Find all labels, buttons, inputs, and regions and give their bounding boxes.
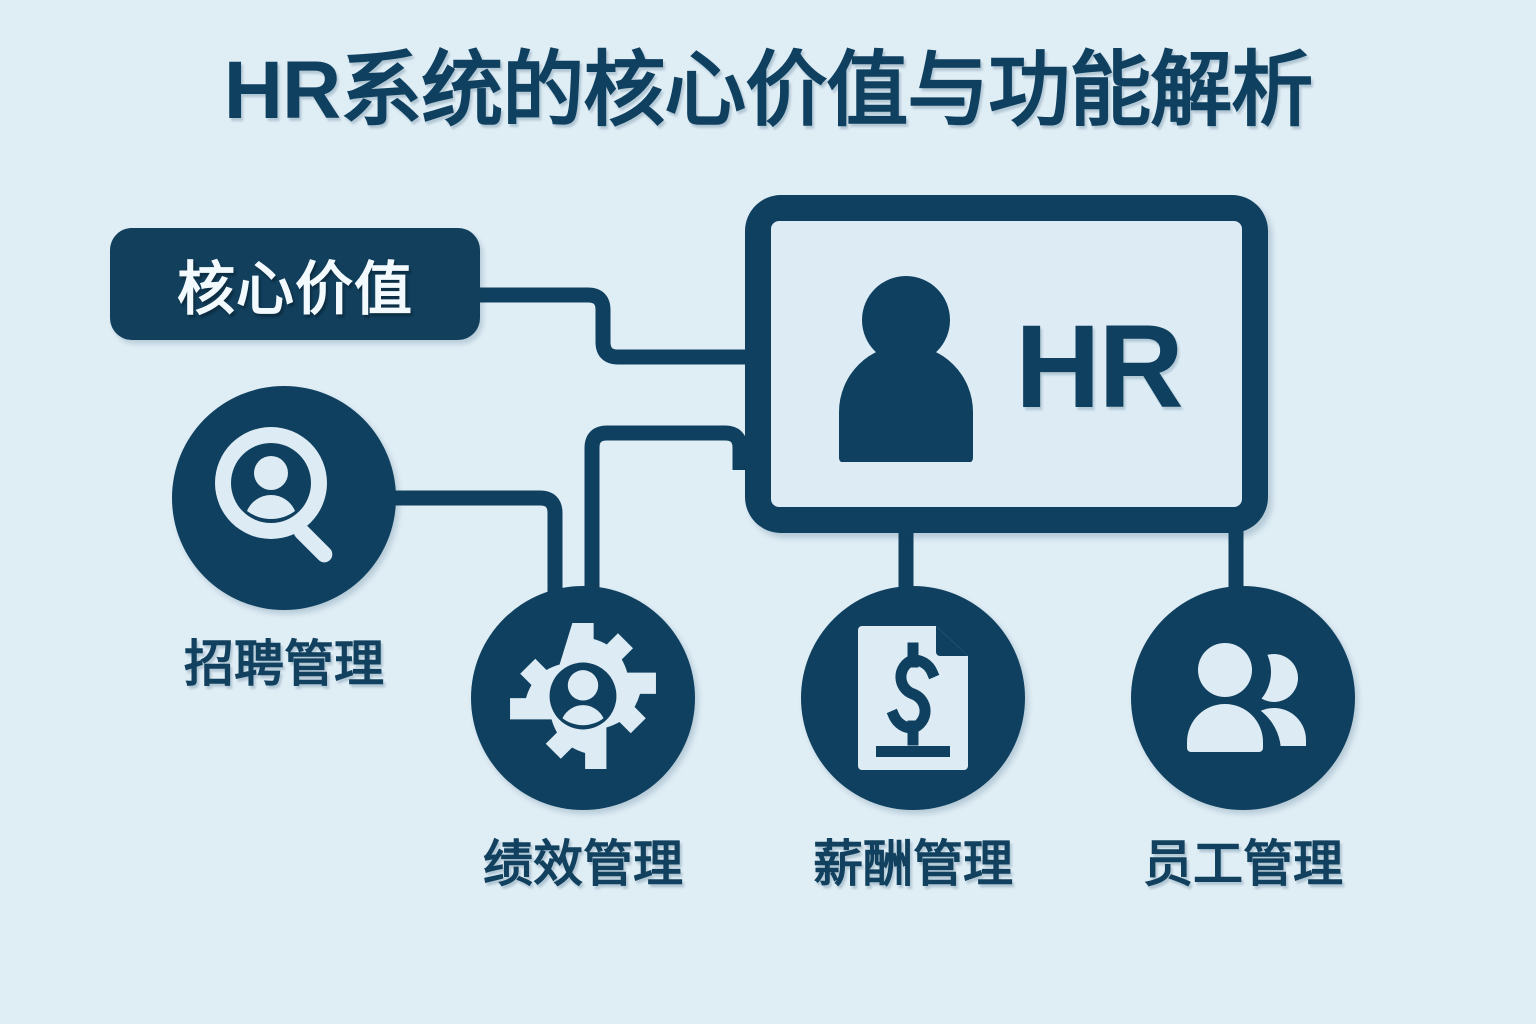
core-value-pill[interactable]: 核心价值 [110, 228, 480, 340]
hr-card-label: HR [1015, 301, 1183, 433]
connector-pill-to-card [478, 287, 752, 365]
node-salary-disc[interactable] [801, 586, 1025, 810]
user-avatar-icon [831, 262, 981, 467]
core-value-pill-label: 核心价值 [176, 257, 413, 322]
node-salary-label: 薪酬管理 [813, 836, 1013, 892]
payslip-dollar-icon [850, 620, 976, 777]
node-salary[interactable]: 薪酬管理 [801, 586, 1033, 896]
node-staff[interactable]: 员工管理 [1131, 586, 1363, 896]
node-performance-label: 绩效管理 [483, 836, 683, 892]
people-group-icon [1167, 629, 1319, 767]
hr-card-inner: HR [771, 221, 1242, 507]
node-staff-disc[interactable] [1131, 586, 1355, 810]
connector-performance-to-card [584, 425, 748, 600]
page-title: HR系统的核心价值与功能解析 [223, 45, 1313, 136]
candidate-search-icon [209, 421, 359, 576]
hr-center-card[interactable]: HR [745, 195, 1268, 533]
node-recruitment-disc[interactable] [172, 386, 396, 610]
node-performance-disc[interactable] [471, 586, 695, 810]
node-staff-label: 员工管理 [1143, 836, 1343, 892]
gear-person-icon [507, 620, 659, 777]
node-recruitment[interactable]: 招聘管理 [172, 386, 404, 696]
connector-recruit-to-performance [392, 490, 563, 600]
node-performance[interactable]: 绩效管理 [471, 586, 703, 896]
node-recruitment-label: 招聘管理 [184, 636, 384, 692]
